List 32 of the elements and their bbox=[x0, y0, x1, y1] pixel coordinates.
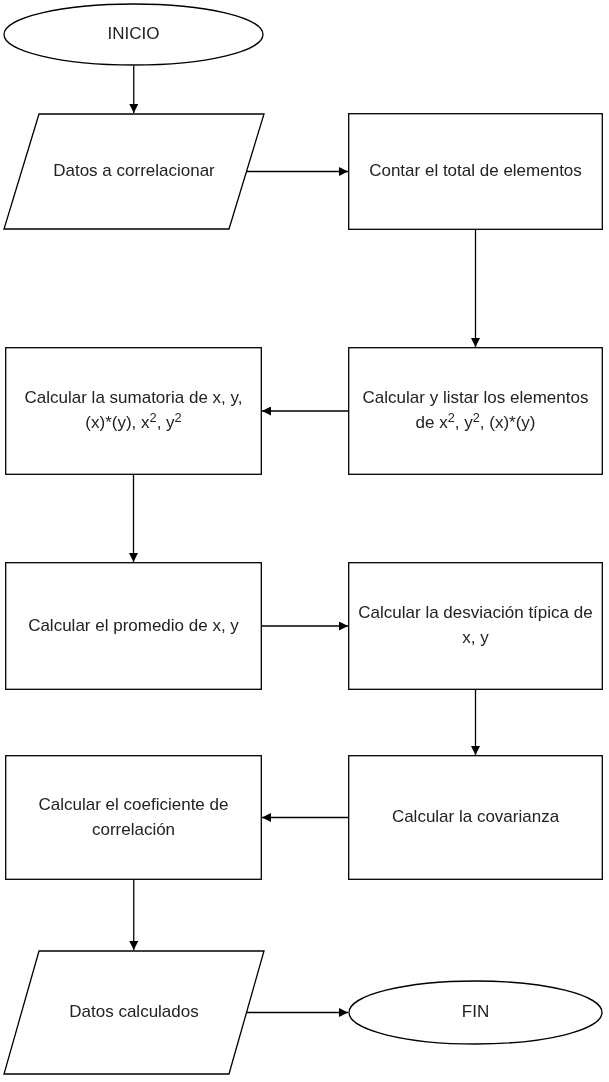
data-parallelogram bbox=[3, 113, 265, 230]
process-box bbox=[348, 113, 603, 230]
arrow bbox=[471, 229, 480, 348]
node-text: Calcular el promedio de x, y bbox=[27, 614, 240, 637]
node-text: Datos calculados bbox=[68, 1001, 200, 1024]
node-text: FIN bbox=[460, 1001, 491, 1024]
terminal-ellipse bbox=[348, 980, 603, 1045]
arrow bbox=[261, 621, 349, 631]
node-text: INICIO bbox=[106, 23, 161, 46]
process-box bbox=[5, 347, 262, 475]
node-text: Calcular la covarianza bbox=[390, 806, 561, 829]
process-box bbox=[348, 347, 603, 475]
arrow bbox=[471, 689, 480, 756]
arrow bbox=[246, 167, 349, 176]
process-box bbox=[348, 562, 603, 690]
arrow bbox=[261, 813, 349, 822]
node-text: Datos a correlacionar bbox=[52, 160, 216, 183]
arrow bbox=[129, 879, 139, 951]
arrow bbox=[261, 406, 349, 416]
process-box bbox=[348, 755, 603, 880]
process-box bbox=[5, 755, 262, 880]
node-text: Calcular el coeficiente de correlación bbox=[37, 793, 230, 841]
process-box bbox=[5, 562, 262, 690]
node-text: Calcular la sumatoria de x, y, (x)*(y), x$^{2}$, y$^{2}$ bbox=[23, 387, 244, 434]
node-text: Calcular y listar los elementos de x$^{2}$, y$^{2}$, (x)*(y) bbox=[361, 387, 590, 434]
data-parallelogram bbox=[3, 950, 265, 1075]
terminal-ellipse bbox=[3, 3, 264, 66]
node-text: Contar el total de elementos bbox=[368, 160, 583, 183]
arrow bbox=[246, 1008, 349, 1017]
arrow bbox=[129, 65, 139, 114]
node-text: Calcular la desviación típica de x, y bbox=[357, 602, 594, 649]
arrow bbox=[129, 474, 138, 563]
